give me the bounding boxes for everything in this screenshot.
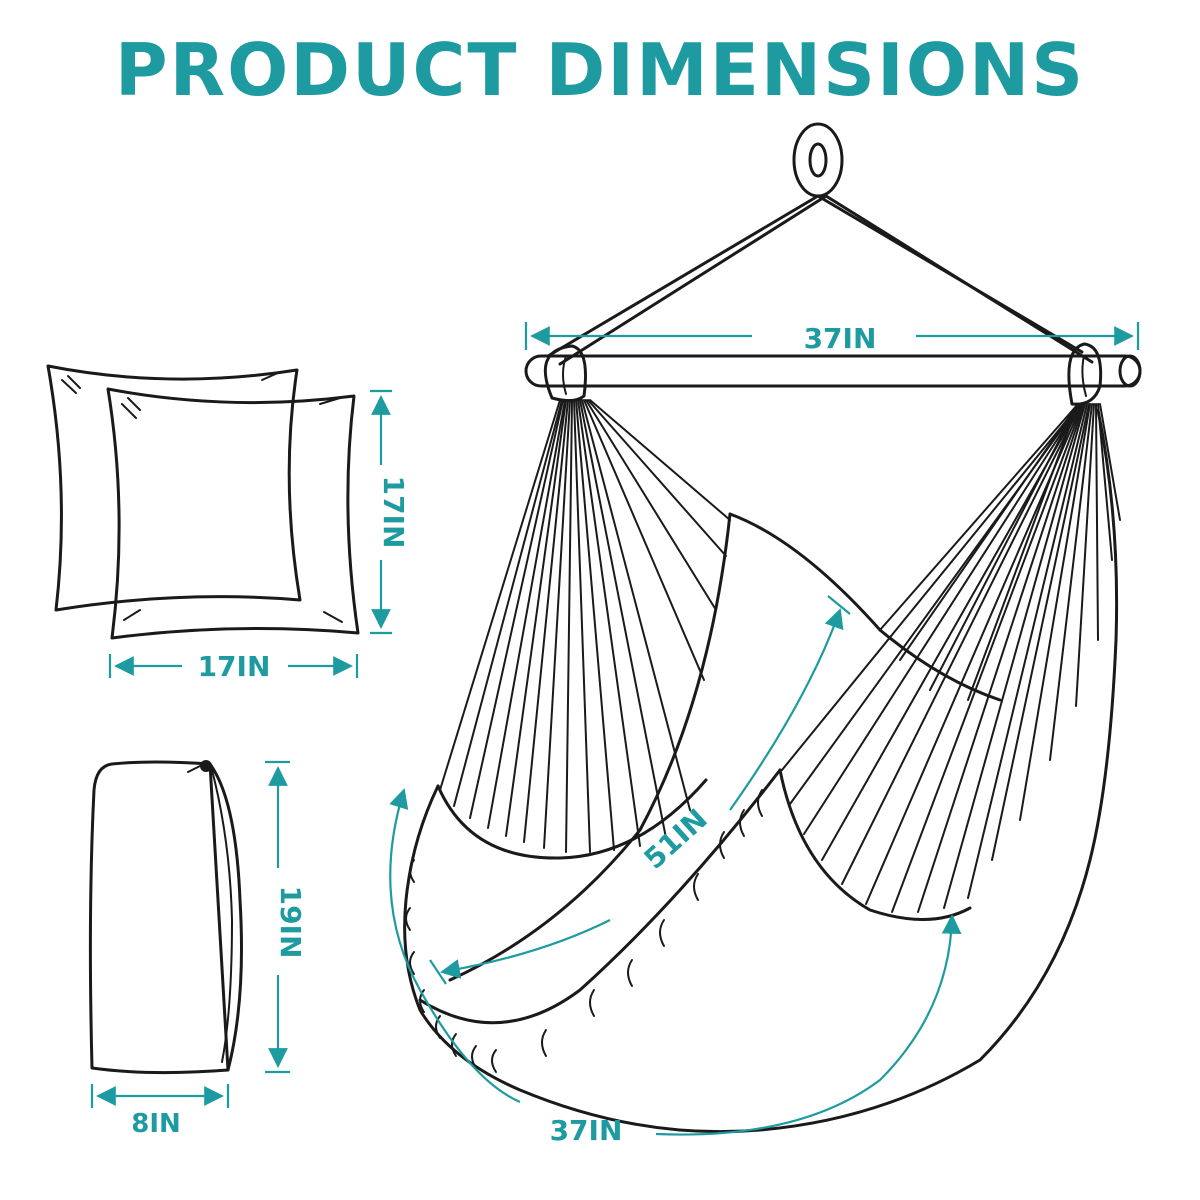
chair-bar-width-label: 37IN bbox=[804, 322, 877, 355]
lumbar-width-dimension: 8IN bbox=[90, 1084, 230, 1139]
chair-seat-width-dimension: 37IN bbox=[389, 788, 962, 1147]
lumbar-height-label: 19IN bbox=[274, 886, 307, 959]
pillow-height-dimension: 17IN bbox=[370, 389, 410, 635]
pillow-width-label: 17IN bbox=[198, 650, 271, 683]
hammock-chair-icon bbox=[403, 122, 1142, 1134]
chair-bar-width-dimension: 37IN bbox=[524, 322, 1140, 355]
lumbar-height-dimension: 19IN bbox=[265, 760, 307, 1074]
chair-seat-depth-dimension: 51IN bbox=[429, 595, 851, 985]
page-title: PRODUCT DIMENSIONS bbox=[114, 28, 1086, 112]
square-pillows-icon bbox=[46, 364, 360, 640]
lumbar-pillow-icon bbox=[88, 760, 243, 1075]
pillow-height-label: 17IN bbox=[377, 476, 410, 549]
pillow-width-dimension: 17IN bbox=[108, 650, 359, 683]
lumbar-width-label: 8IN bbox=[131, 1109, 181, 1139]
chair-seat-width-label: 37IN bbox=[550, 1114, 623, 1147]
